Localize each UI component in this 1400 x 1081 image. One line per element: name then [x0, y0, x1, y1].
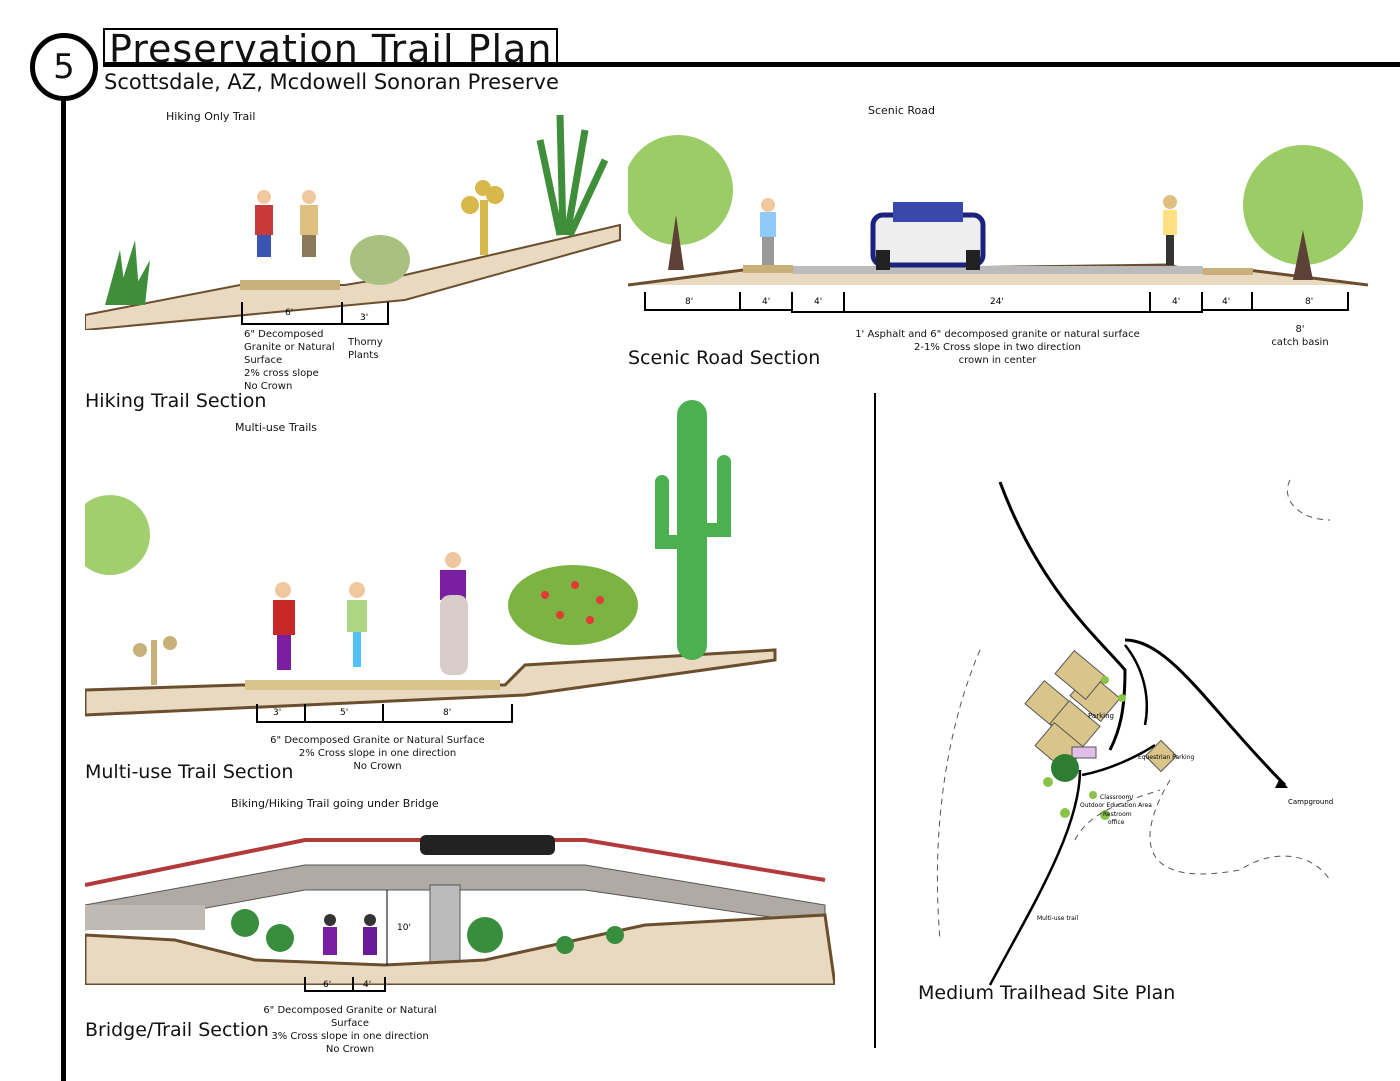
left-rule [61, 92, 66, 1081]
svg-text:4': 4' [1172, 297, 1180, 307]
hiking-trail-drawing [85, 114, 621, 330]
bridge-dimensions: 6' 4' [304, 977, 386, 992]
panel-divider [874, 393, 876, 1048]
agave-plant [105, 240, 150, 305]
multiuse-caption: Multi-use Trails [235, 421, 318, 434]
bridge-trail-drawing: 10' [85, 835, 835, 985]
bridge-section-title: Bridge/Trail Section [85, 1019, 269, 1041]
svg-text:4': 4' [814, 297, 822, 307]
multiuse-dimensions: 3' 5' 8' [256, 704, 513, 723]
svg-text:3': 3' [360, 313, 368, 323]
pedestrian [760, 198, 776, 265]
restroom-building [1071, 746, 1097, 759]
svg-text:10': 10' [397, 923, 411, 933]
scenic-note: 1' Asphalt and 6" decomposed granite or … [855, 329, 1140, 366]
bridge-note: 6" Decomposed Granite or Natural Surface… [263, 1005, 437, 1055]
svg-text:3': 3' [273, 708, 281, 718]
site-plan-drawing: Parking Equestrian Parking Classroom/ Ou… [936, 479, 1333, 986]
tree-cluster [1051, 754, 1079, 782]
hiking-caption: Hiking Only Trail [166, 110, 256, 123]
multiuse-trail-drawing [85, 400, 777, 717]
svg-text:24': 24' [990, 297, 1004, 307]
svg-text:4': 4' [1222, 297, 1230, 307]
bridge-pier [429, 884, 461, 971]
catch-basin-note: 8'catch basin [1271, 324, 1329, 348]
svg-text:5': 5' [340, 708, 348, 718]
page-title: Preservation Trail Plan [103, 28, 559, 68]
saguaro-cactus [655, 400, 731, 660]
page-subtitle: Scottsdale, AZ, Mcdowell Sonoran Preserv… [104, 70, 559, 94]
bridge-caption: Biking/Hiking Trail going under Bridge [231, 797, 439, 810]
hiking-section-title: Hiking Trail Section [85, 390, 267, 412]
trail-surface [240, 280, 340, 290]
cyclist [1163, 195, 1177, 265]
car-on-bridge [420, 835, 555, 855]
ocotillo [536, 114, 609, 237]
header-rule [103, 62, 543, 67]
svg-text:office: office [1108, 819, 1125, 826]
svg-text:6': 6' [323, 980, 331, 990]
horse-rider [440, 552, 468, 675]
tree-partial [85, 495, 150, 575]
svg-text:8': 8' [1305, 297, 1313, 307]
svg-text:Classroom/: Classroom/ [1100, 794, 1134, 801]
cholla-small [133, 636, 177, 685]
scenic-dimensions: 8' 4' 4' 24' 4' 4' 8' [644, 292, 1349, 313]
svg-text:4': 4' [762, 297, 770, 307]
cholla-cactus [461, 180, 504, 255]
svg-text:Parking: Parking [1088, 712, 1114, 720]
hiking-dimensions: 6' 3' [241, 302, 389, 325]
campground-route [1124, 638, 1287, 787]
multiuse-section-title: Multi-use Trail Section [85, 761, 294, 783]
flowering-shrub [508, 565, 638, 645]
svg-text:8': 8' [443, 708, 451, 718]
sheet-number-badge: 5 [30, 33, 98, 101]
hiker-red [273, 582, 295, 670]
tree-left [628, 135, 733, 270]
multiuse-note: 6" Decomposed Granite or Natural Surface… [270, 735, 485, 772]
scenic-section-title: Scenic Road Section [628, 347, 821, 369]
multiuse-trail-line [988, 769, 1082, 986]
svg-text:Multi-use trail: Multi-use trail [1037, 915, 1079, 922]
header-rule-right [540, 62, 1400, 67]
scenic-caption: Scenic Road [868, 104, 935, 117]
parking-lots [1024, 649, 1178, 773]
car [870, 202, 986, 270]
svg-text:Equestrian Parking: Equestrian Parking [1138, 754, 1195, 761]
shrub [350, 235, 410, 285]
svg-text:4': 4' [363, 980, 371, 990]
cyclist-green [347, 582, 367, 667]
svg-text:Restroom: Restroom [1103, 811, 1132, 818]
scenic-road-drawing [628, 135, 1368, 287]
svg-text:Campground: Campground [1288, 798, 1333, 806]
hiker-figures [255, 190, 318, 257]
svg-text:Outdoor Education Area: Outdoor Education Area [1080, 802, 1152, 809]
tree-right [1243, 145, 1363, 280]
svg-text:6': 6' [285, 308, 293, 318]
trail-users [323, 914, 377, 955]
svg-text:8': 8' [685, 297, 693, 307]
site-plan-title: Medium Trailhead Site Plan [918, 982, 1176, 1004]
